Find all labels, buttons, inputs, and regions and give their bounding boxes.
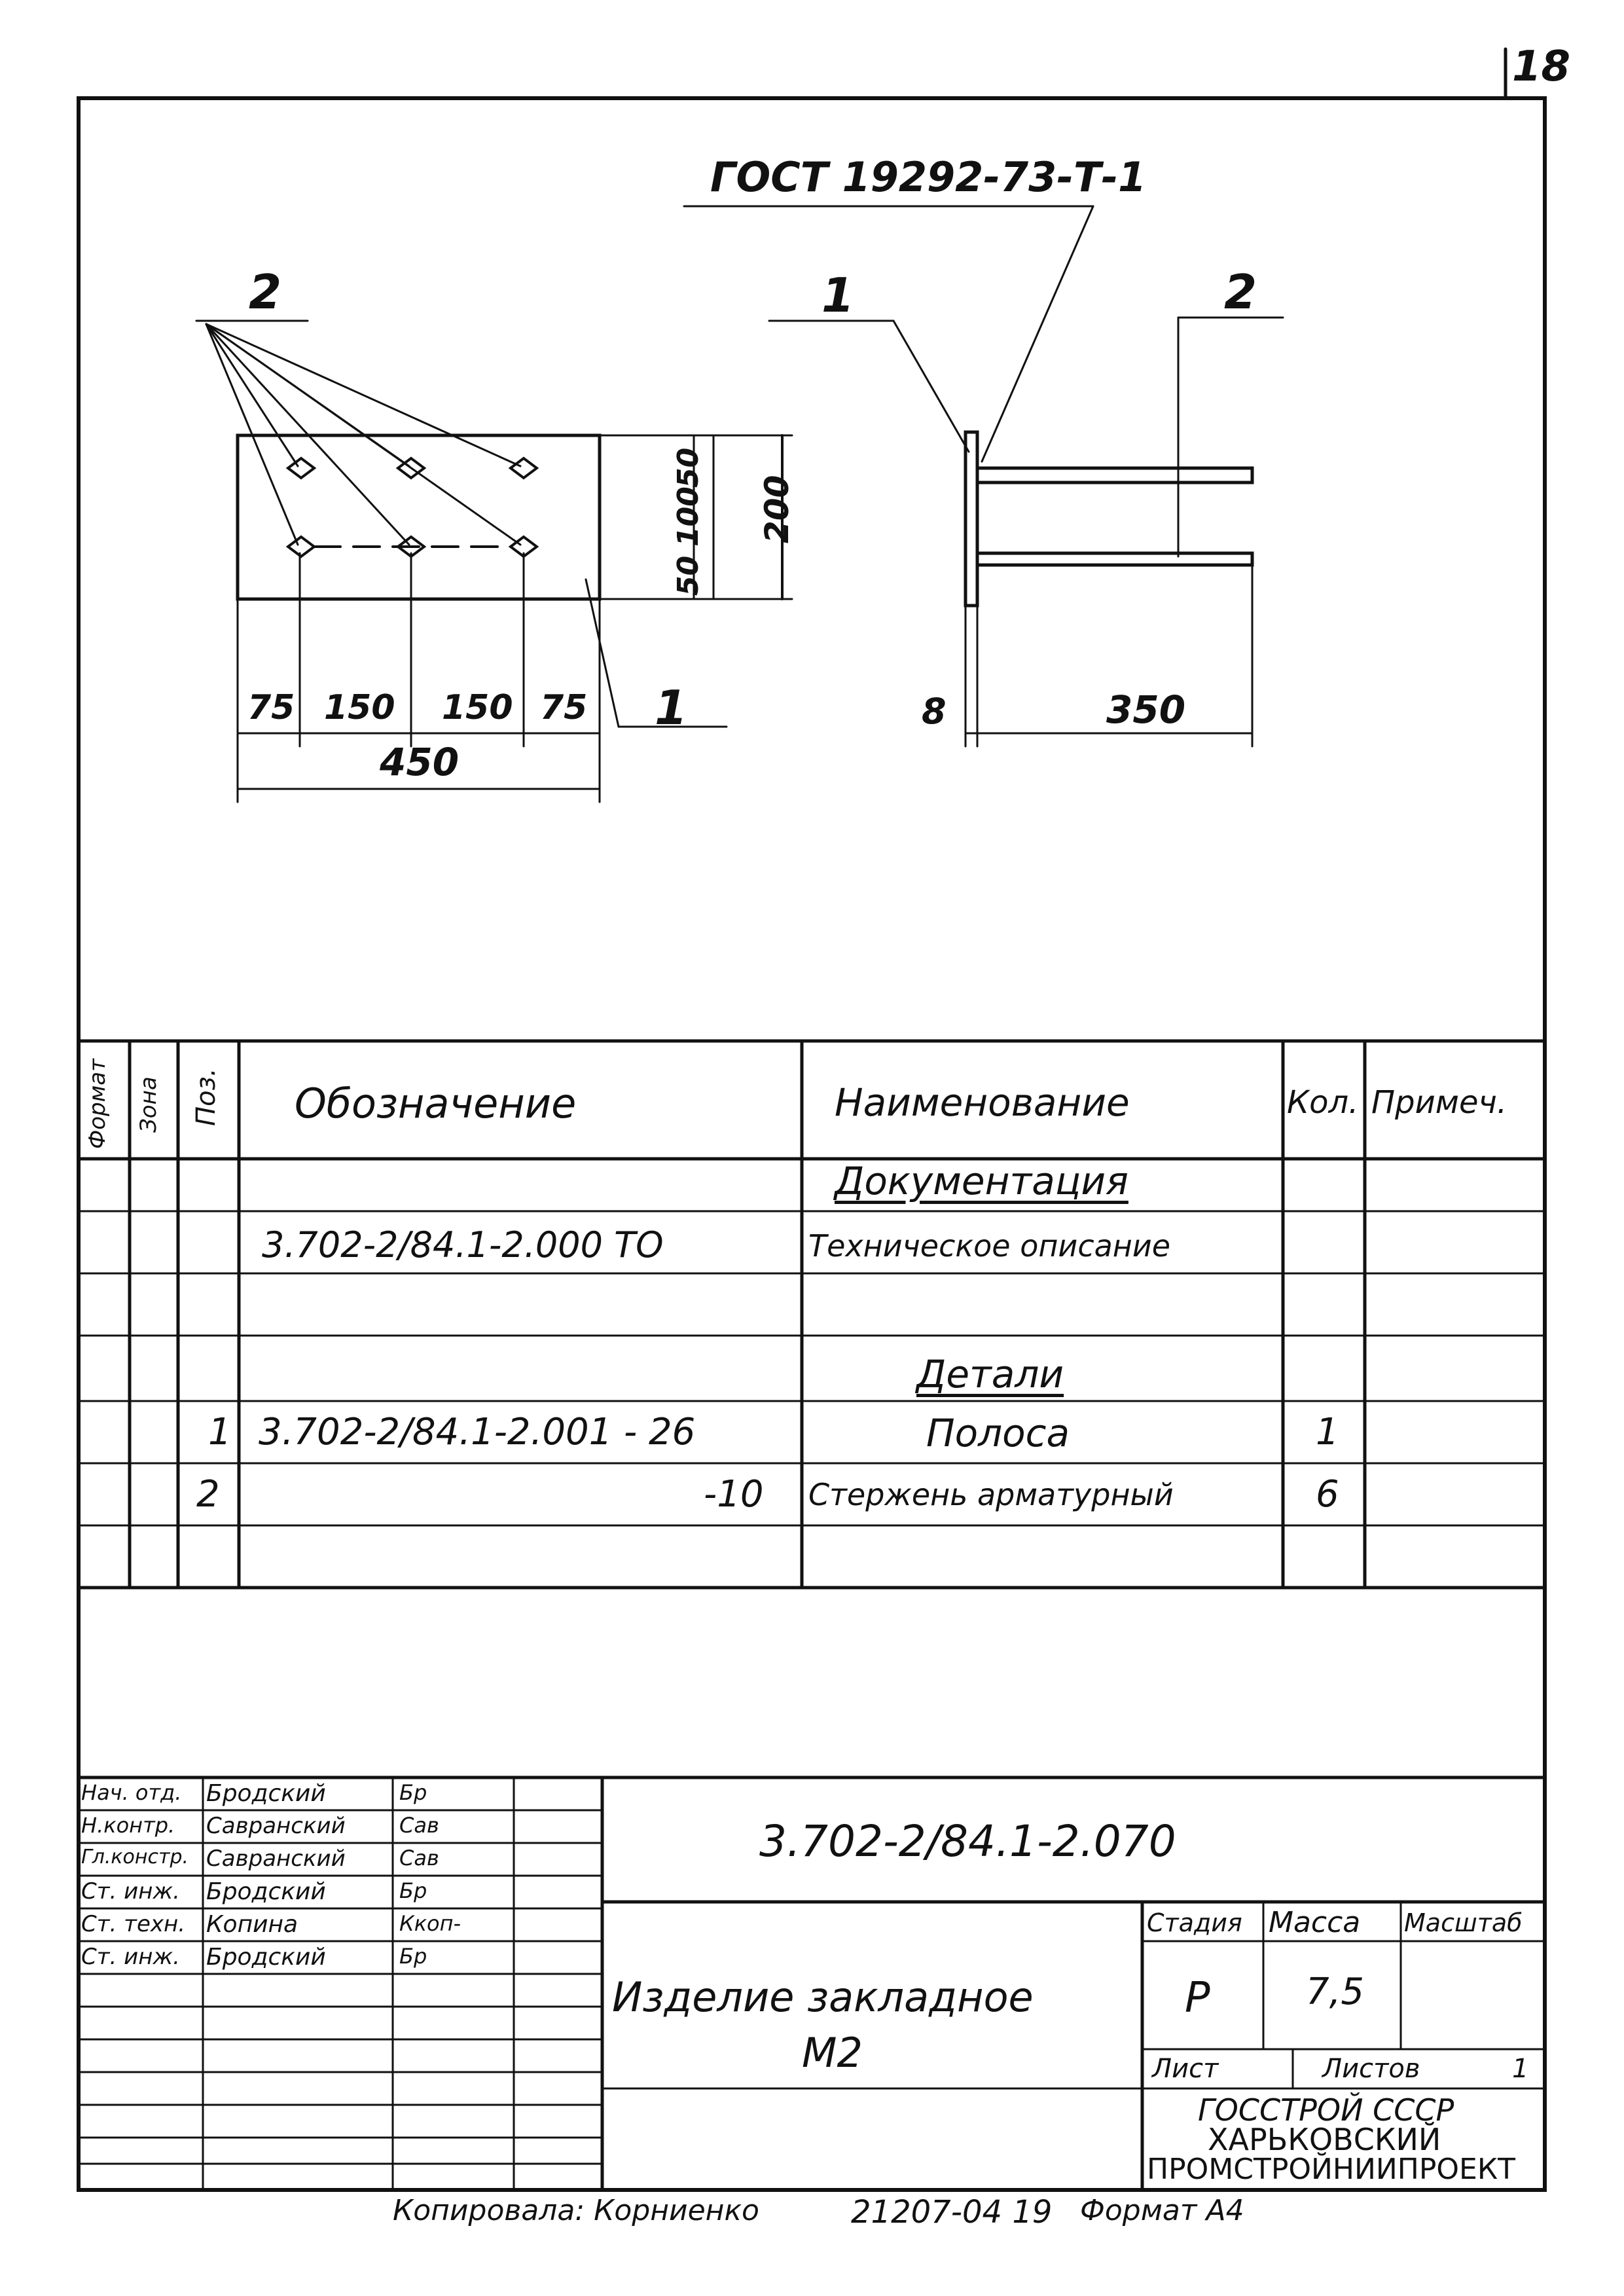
row1-name: Полоса [926,1411,1070,1455]
stage-label: Стадия [1147,1908,1242,1937]
callout-2-left: 2 [249,264,282,319]
staff-name: Копина [206,1911,298,1938]
sheet-number: 18 [1512,43,1571,91]
hdr-zone: Зона [135,1076,162,1133]
footer-format: Формат А4 [1080,2194,1244,2227]
hdr-format: Формат [84,1059,111,1149]
row2-designation: -10 [704,1473,764,1516]
footer-copied-by: Копировала: Корниенко [393,2194,759,2227]
staff-role: Ст. инж. [81,1944,180,1970]
doc-designation: 3.702-2/84.1-2.000 ТО [262,1224,664,1266]
callout-2-right: 2 [1224,264,1257,319]
staff-signature: Бр [399,1780,427,1805]
staff-role: Гл.констр. [81,1846,189,1868]
org-line-3: ПРОМСТРОЙНИИПРОЕКТ [1147,2153,1515,2186]
row2-qty: 6 [1316,1473,1339,1516]
org-line-1: ГОССТРОЙ СССР [1198,2092,1454,2128]
staff-name: Савранский [206,1813,346,1839]
mass-value: 7,5 [1306,1971,1365,2013]
dim-50-top: 50 [672,447,705,488]
staff-signature: Бр [399,1878,427,1903]
side-view [683,205,1284,748]
section-documentation: Документация [835,1159,1128,1203]
footer-number: 21207-04 19 [851,2194,1053,2231]
dim-200: 200 [758,475,796,543]
sheet-frame [77,96,1547,2192]
row1-qty: 1 [1316,1411,1339,1453]
dim-75-right: 75 [540,688,588,727]
hdr-note: Примеч. [1371,1084,1507,1121]
staff-name: Бродский [206,1780,326,1807]
gost-label: ГОСТ 19292-73-Т-1 [710,153,1147,201]
spec-table-lines [77,1039,1547,1590]
row1-pos: 1 [208,1411,232,1453]
dim-50-bottom: 50 [672,555,705,596]
title-line-1: Изделие закладное [612,1973,1034,2021]
dim-350: 350 [1106,687,1186,732]
staff-name: Савранский [206,1846,346,1872]
hdr-pos: Поз. [191,1068,221,1126]
staff-name: Бродский [206,1878,326,1905]
staff-signature: Ккоп- [399,1911,461,1936]
callout-1-right: 1 [821,268,855,323]
staff-signature: Сав [399,1846,439,1870]
title-line-2: М2 [802,2029,863,2077]
doc-name: Техническое описание [808,1228,1171,1264]
stage-value: Р [1185,1974,1210,2022]
staff-role: Ст. инж. [81,1878,180,1904]
dim-75-left: 75 [247,688,295,727]
dim-150-b: 150 [442,688,513,727]
sheets-value: 1 [1512,2054,1529,2084]
row1-designation: 3.702-2/84.1-2.001 - 26 [259,1411,696,1453]
staff-name: Бродский [206,1944,326,1971]
front-view [195,319,793,803]
hdr-qty: Кол. [1287,1084,1359,1121]
dim-150-a: 150 [324,688,395,727]
scale-label: Масштаб [1404,1908,1523,1937]
staff-signature: Бр [399,1944,427,1969]
mass-label: Масса [1269,1906,1361,1939]
hdr-name: Наименование [835,1080,1130,1125]
sheets-label: Листов [1322,2054,1420,2084]
callout-1-bottom: 1 [655,680,688,735]
row2-name: Стержень арматурный [808,1477,1174,1512]
dim-450: 450 [380,740,460,784]
dim-100: 100 [672,486,705,547]
document-code: 3.702-2/84.1-2.070 [759,1816,1176,1867]
title-block-lines [77,1776,1547,2192]
row2-pos: 2 [196,1473,220,1516]
dim-8: 8 [922,691,947,732]
hdr-designation: Обозначение [295,1080,577,1127]
staff-role: Ст. техн. [81,1911,186,1937]
section-parts: Детали [916,1352,1064,1396]
staff-role: Н.контр. [81,1813,175,1838]
org-line-2: ХАРЬКОВСКИЙ [1208,2122,1441,2157]
staff-role: Нач. отд. [81,1780,182,1805]
sheet-label: Лист [1152,2054,1219,2084]
staff-signature: Сав [399,1813,439,1838]
